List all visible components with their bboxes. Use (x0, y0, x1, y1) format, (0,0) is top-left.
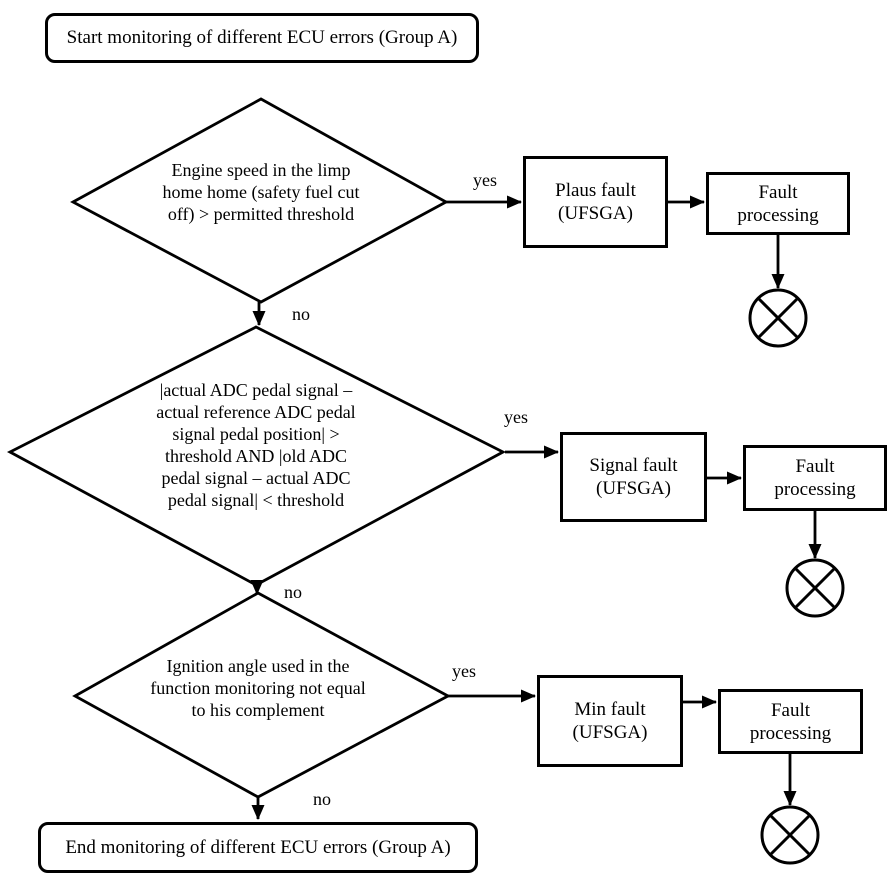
yes-label-1: yes (473, 170, 497, 190)
min-fault-box: Min fault (UFSGA) (537, 675, 683, 767)
decision-diamond-1 (70, 97, 449, 304)
decision-text-2: |actual ADC pedal signal – actual refere… (156, 380, 356, 510)
signal-fault-box: Signal fault (UFSGA) (560, 432, 707, 522)
end-terminator: End monitoring of different ECU errors (… (38, 822, 478, 873)
yes-label-3: yes (452, 661, 476, 681)
fault-processing-box-3: Fault processing (718, 689, 863, 754)
no-label-2: no (284, 582, 302, 602)
fault-processing-box-2: Fault processing (743, 445, 887, 511)
fault-processing-box-1: Fault processing (706, 172, 850, 235)
yes-label-2: yes (504, 407, 528, 427)
crossed-circle-terminator-1 (748, 288, 808, 348)
start-terminator: Start monitoring of different ECU errors… (45, 13, 479, 63)
decision-text-3: Ignition angle used in the function moni… (150, 656, 366, 720)
no-label-1: no (292, 304, 310, 324)
plaus-fault-box: Plaus fault (UFSGA) (523, 156, 668, 248)
decision-text-1: Engine speed in the limp home home (safe… (162, 160, 360, 224)
no-label-3: no (313, 789, 331, 809)
crossed-circle-terminator-3 (760, 805, 820, 865)
crossed-circle-terminator-2 (785, 558, 845, 618)
